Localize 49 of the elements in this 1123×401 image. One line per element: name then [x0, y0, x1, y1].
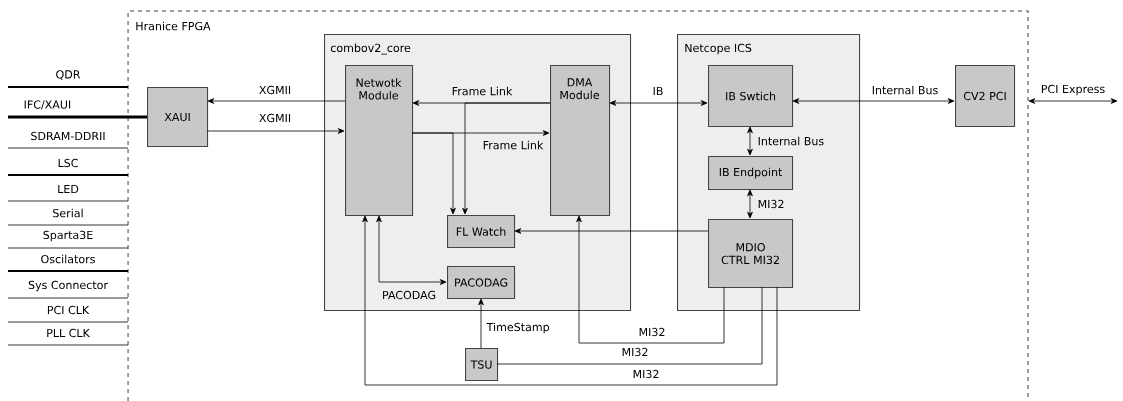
arrow	[411, 132, 456, 215]
edge-label: MI32	[620, 346, 650, 358]
edge-label: PACODAG	[380, 289, 438, 301]
arrow	[514, 228, 709, 234]
edge-label: Internal Bus	[870, 84, 940, 96]
signal-label: PLL CLK	[47, 328, 91, 338]
signal-label: Sparta3E	[43, 230, 93, 242]
signal-label: QDR	[56, 70, 81, 80]
arrow	[478, 298, 484, 349]
edge-label: IFC/XAUI	[22, 99, 73, 111]
edge-label: Frame Link	[450, 85, 514, 97]
arrow	[747, 126, 753, 156]
signal-label: LED	[58, 184, 79, 194]
arrow	[207, 98, 346, 104]
arrow	[609, 100, 708, 106]
block-box: PACODAG	[447, 266, 516, 300]
signal-label: LSC	[58, 158, 78, 168]
block-box: DMA Module	[550, 65, 611, 217]
edge-label: IB	[651, 85, 665, 97]
edge-label: Frame Link	[481, 139, 545, 151]
arrow	[576, 215, 725, 344]
edge-label: MI32	[631, 368, 661, 380]
arrow	[1028, 98, 1118, 104]
block-box: TSU	[465, 348, 499, 382]
edge-label: XGMII	[257, 84, 293, 96]
edge-label: XGMII	[257, 112, 293, 124]
block-box: IB Endpoint	[708, 156, 794, 191]
arrow	[362, 215, 778, 386]
signal-label: Serial	[53, 208, 83, 218]
block-box: Netwotk Module	[345, 65, 414, 217]
edge-label: MI32	[637, 326, 667, 338]
edge-label: Internal Bus	[756, 135, 826, 147]
block-box: XAUI	[147, 87, 209, 148]
block-box: MDIO CTRL MI32	[708, 219, 794, 289]
arrow	[206, 128, 345, 134]
edge-label: PCI Express	[1039, 83, 1107, 97]
block-box: IB Swtich	[708, 65, 794, 128]
signal-label: Oscilators	[41, 254, 95, 264]
arrow	[376, 215, 447, 285]
edge-label: MI32	[756, 198, 786, 210]
arrow	[792, 98, 955, 104]
block-box: FL Watch	[447, 215, 516, 249]
signal-label: Sys Connector	[28, 280, 108, 292]
signal-label: SDRAM-DDRII	[31, 131, 105, 141]
signal-label: PCI CLK	[47, 305, 90, 315]
edge-label: TimeStamp	[485, 321, 551, 335]
arrow	[462, 102, 551, 215]
arrow	[747, 189, 753, 219]
block-box: CV2 PCI	[955, 65, 1016, 128]
